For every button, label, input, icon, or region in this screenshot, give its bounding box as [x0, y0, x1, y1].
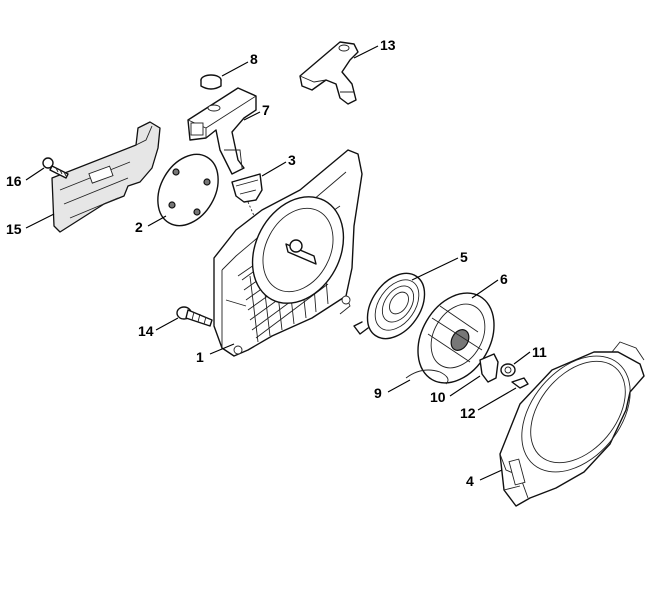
- leader-15: [25, 213, 55, 229]
- leader-7: [243, 111, 261, 121]
- leader-8: [221, 61, 249, 77]
- part-1-fan-housing: [213, 149, 363, 357]
- callout-7: 7: [262, 102, 270, 118]
- leader-1: [209, 343, 235, 355]
- callout-labels: 1 2 3 4 5 6 7 8 9 10 11 12 13 14 15 16: [6, 37, 547, 489]
- callout-8: 8: [250, 51, 258, 67]
- part-7-starter-grip: [187, 87, 257, 175]
- part-16-screw: [42, 157, 69, 179]
- part-12-clip: [511, 377, 529, 389]
- part-10-pawl: [479, 353, 499, 383]
- part-11-spring-clip: [500, 363, 516, 377]
- part-8-cap: [200, 74, 222, 90]
- leader-lines: [25, 45, 531, 481]
- part-13-starter-grip-alt: [299, 41, 359, 105]
- leader-13: [353, 45, 379, 59]
- leader-12: [477, 387, 517, 411]
- part-2-disc: [157, 153, 219, 227]
- part-9-starter-rope: [405, 369, 449, 385]
- callout-1: 1: [196, 349, 204, 365]
- callout-3: 3: [288, 152, 296, 168]
- leader-5: [411, 257, 459, 281]
- callout-2: 2: [135, 219, 143, 235]
- leader-6: [471, 279, 499, 299]
- callout-10: 10: [430, 389, 446, 405]
- leader-11: [513, 351, 531, 365]
- leader-16: [25, 167, 45, 181]
- callout-12: 12: [460, 405, 476, 421]
- leader-4: [479, 469, 503, 481]
- leader-10: [449, 375, 481, 397]
- part-5-rewind-spring: [353, 272, 426, 340]
- callout-9: 9: [374, 385, 382, 401]
- callout-16: 16: [6, 173, 22, 189]
- part-6-rope-rotor: [417, 292, 495, 384]
- callout-11: 11: [532, 344, 547, 360]
- callout-15: 15: [6, 221, 22, 237]
- part-4-fan-cover: [499, 341, 645, 507]
- part-15-shield-plate: [51, 121, 161, 233]
- leader-3: [261, 161, 287, 177]
- part-14-screw: [176, 306, 213, 327]
- callout-5: 5: [460, 249, 468, 265]
- callout-14: 14: [138, 323, 154, 339]
- leader-9: [387, 379, 411, 393]
- leader-2: [147, 215, 167, 227]
- callout-13: 13: [380, 37, 396, 53]
- callout-4: 4: [466, 473, 474, 489]
- callout-6: 6: [500, 271, 508, 287]
- leader-14: [155, 317, 179, 331]
